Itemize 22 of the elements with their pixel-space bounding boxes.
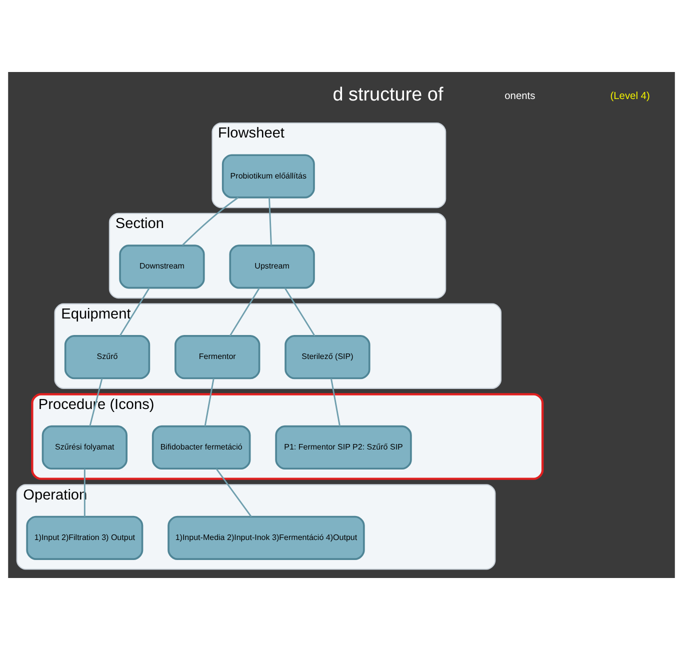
node-box: Upstream bbox=[229, 244, 315, 288]
node-box: Szűrési folyamat bbox=[42, 424, 128, 470]
connector bbox=[182, 196, 239, 246]
connector bbox=[284, 287, 316, 336]
connector bbox=[119, 287, 150, 336]
connector bbox=[216, 468, 252, 517]
connector bbox=[268, 197, 272, 245]
node-box: Sterilező (SIP) bbox=[284, 334, 370, 379]
node-box: 1)Input 2)Filtration 3) Output bbox=[26, 515, 144, 560]
node-box: Fermentor bbox=[174, 334, 260, 379]
connector bbox=[84, 468, 86, 516]
node-box: Bifidobacter fermetáció bbox=[152, 424, 251, 470]
label: (Level 4) bbox=[610, 90, 650, 102]
node-box: Downstream bbox=[119, 244, 205, 288]
label: d structure of bbox=[332, 84, 444, 106]
node-box: P1: Fermentor SIP P2: Szűrő SIP bbox=[275, 424, 412, 470]
connector bbox=[89, 378, 103, 426]
node-box: Szűrő bbox=[64, 334, 150, 379]
label: onents bbox=[504, 90, 536, 102]
node-box: 1)Input-Media 2)Input-Inok 3)Fermentáció 4)Output bbox=[168, 515, 365, 560]
connector bbox=[229, 287, 260, 336]
node-box: Probiotikum előállítás bbox=[222, 154, 315, 198]
